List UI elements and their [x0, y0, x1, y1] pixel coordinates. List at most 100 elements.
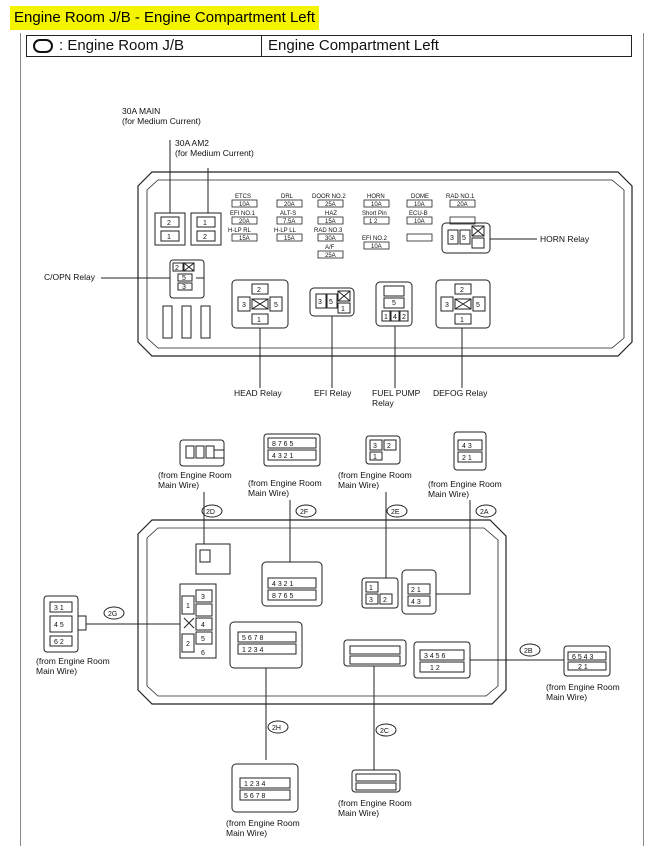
fuse-name: Short Pin	[362, 211, 387, 217]
svg-text:3 1: 3 1	[54, 605, 64, 612]
fuse-30a-main: 2 1	[154, 212, 186, 246]
top-junction-block	[137, 171, 633, 357]
socket-2f: 4 3 2 1 8 7 6 5	[261, 561, 323, 607]
wire-label: Main Wire)	[158, 480, 199, 490]
fuse-leader-lines	[169, 140, 209, 213]
svg-text:6 2: 6 2	[54, 639, 64, 646]
wire-label: (from Engine Room	[248, 478, 322, 488]
header-legend-cell: : Engine Room J/B	[27, 36, 262, 56]
fuse-amp: 20A	[284, 202, 295, 208]
page-frame	[20, 33, 644, 846]
copn-relay: 2 5 3	[169, 259, 205, 299]
svg-text:2: 2	[460, 287, 464, 294]
svg-text:1: 1	[186, 603, 190, 610]
fuse-amp: 15A	[239, 236, 250, 242]
svg-text:4 3 2 1: 4 3 2 1	[272, 581, 294, 588]
wire-label: Main Wire)	[338, 808, 379, 818]
fuse-grid: ETCS 10A DRL 20A DOOR NO.2 25A HORN 10A …	[228, 194, 476, 259]
svg-text:1 2 3 4: 1 2 3 4	[244, 781, 266, 788]
tag-2f	[295, 504, 317, 518]
leader-2a	[436, 500, 471, 595]
header-table: : Engine Room J/B Engine Compartment Lef…	[26, 35, 632, 57]
svg-text:5 6 7 8: 5 6 7 8	[242, 635, 264, 642]
wire-label: Main Wire)	[226, 828, 267, 838]
defog-relay: 2 3 5 1	[435, 279, 491, 329]
svg-text:4 3 2 1: 4 3 2 1	[272, 453, 294, 460]
ext-connector-2f: 8 7 6 5 4 3 2 1	[263, 433, 321, 467]
svg-text:5: 5	[392, 300, 396, 307]
page-title: Engine Room J/B - Engine Compartment Lef…	[10, 6, 319, 30]
efi-relay: 3 5 1	[309, 287, 355, 317]
svg-text:3: 3	[182, 284, 186, 291]
label-head-relay: HEAD Relay	[234, 388, 282, 398]
header-location-cell: Engine Compartment Left	[268, 37, 439, 54]
tag-2d	[201, 504, 223, 518]
fuse-amp: 10A	[239, 202, 250, 208]
tag-2f-label: 2F	[300, 509, 308, 516]
label-30a-am2-sub: (for Medium Current)	[175, 148, 254, 158]
svg-text:2 1: 2 1	[578, 664, 588, 671]
fuse-30a-am2: 1 2	[190, 212, 222, 246]
fuse-amp: 20A	[239, 219, 250, 225]
svg-text:1: 1	[257, 317, 261, 324]
svg-text:2: 2	[175, 265, 179, 272]
tag-2a-label: 2A	[480, 509, 489, 516]
svg-text:2: 2	[257, 287, 261, 294]
bottom-junction-block	[137, 519, 507, 705]
svg-text:2: 2	[186, 641, 190, 648]
fuse-name: HAZ	[325, 211, 337, 217]
label-30a-main-sub: (for Medium Current)	[122, 116, 201, 126]
fuel-pump-relay: 5 1 4 2	[375, 281, 413, 327]
svg-text:2: 2	[203, 234, 207, 241]
svg-text:4: 4	[393, 314, 397, 321]
header-legend-text: : Engine Room J/B	[59, 37, 185, 54]
fuse-name: A/F	[325, 245, 335, 251]
svg-text:3: 3	[450, 235, 454, 242]
tag-2c-label: 2C	[380, 728, 389, 735]
tag-2a	[475, 504, 497, 518]
fuse-name: HORN	[367, 194, 385, 200]
socket-2c	[343, 639, 407, 667]
svg-text:3: 3	[201, 594, 205, 601]
ext-connector-2c	[351, 769, 401, 793]
svg-text:5: 5	[329, 299, 333, 306]
wire-label: (from Engine Room	[428, 479, 502, 489]
fuse-name: RAD NO.1	[446, 194, 475, 200]
svg-text:1: 1	[373, 454, 377, 461]
label-30a-main: 30A MAIN	[122, 106, 160, 116]
fuse-amp: 10A	[414, 219, 425, 225]
socket-2g: 1 3 4 5 2 6	[179, 583, 217, 659]
fuse-name: H-LP LL	[274, 228, 297, 234]
label-efi-relay: EFI Relay	[314, 388, 352, 398]
svg-text:5: 5	[201, 636, 205, 643]
fuse-name: EFI NO.1	[230, 211, 256, 217]
fuse-name: DOOR NO.2	[312, 194, 346, 200]
wire-label: Main Wire)	[338, 480, 379, 490]
svg-text:8 7 6 5: 8 7 6 5	[272, 441, 294, 448]
svg-text:2: 2	[167, 220, 171, 227]
ext-connector-2a: 4 3 2 1	[453, 431, 487, 471]
svg-text:5 6 7 8: 5 6 7 8	[244, 793, 266, 800]
ext-connector-2e: 3 2 1	[365, 435, 401, 465]
svg-text:1: 1	[384, 314, 388, 321]
oval-legend-icon	[33, 39, 53, 53]
tag-2g-label: 2G	[108, 611, 117, 618]
socket-2d	[195, 543, 231, 575]
fuse-amp: 20A	[457, 202, 468, 208]
wire-label: Main Wire)	[546, 692, 587, 702]
socket-2b: 3 4 5 6 1 2	[413, 641, 471, 679]
tag-2c	[375, 723, 397, 737]
fuse-amp: 15A	[325, 219, 336, 225]
wire-label: Main Wire)	[428, 489, 469, 499]
svg-text:4: 4	[201, 622, 205, 629]
svg-text:3 4 5 6: 3 4 5 6	[424, 653, 446, 660]
svg-text:4 5: 4 5	[54, 622, 64, 629]
svg-text:2: 2	[383, 597, 387, 604]
tag-2e-label: 2E	[391, 509, 400, 516]
svg-text:8 7 6 5: 8 7 6 5	[272, 593, 294, 600]
tag-2e	[386, 504, 408, 518]
horn-relay: 3 5	[441, 222, 491, 254]
wire-label: (from Engine Room	[226, 818, 300, 828]
svg-text:3: 3	[445, 302, 449, 309]
